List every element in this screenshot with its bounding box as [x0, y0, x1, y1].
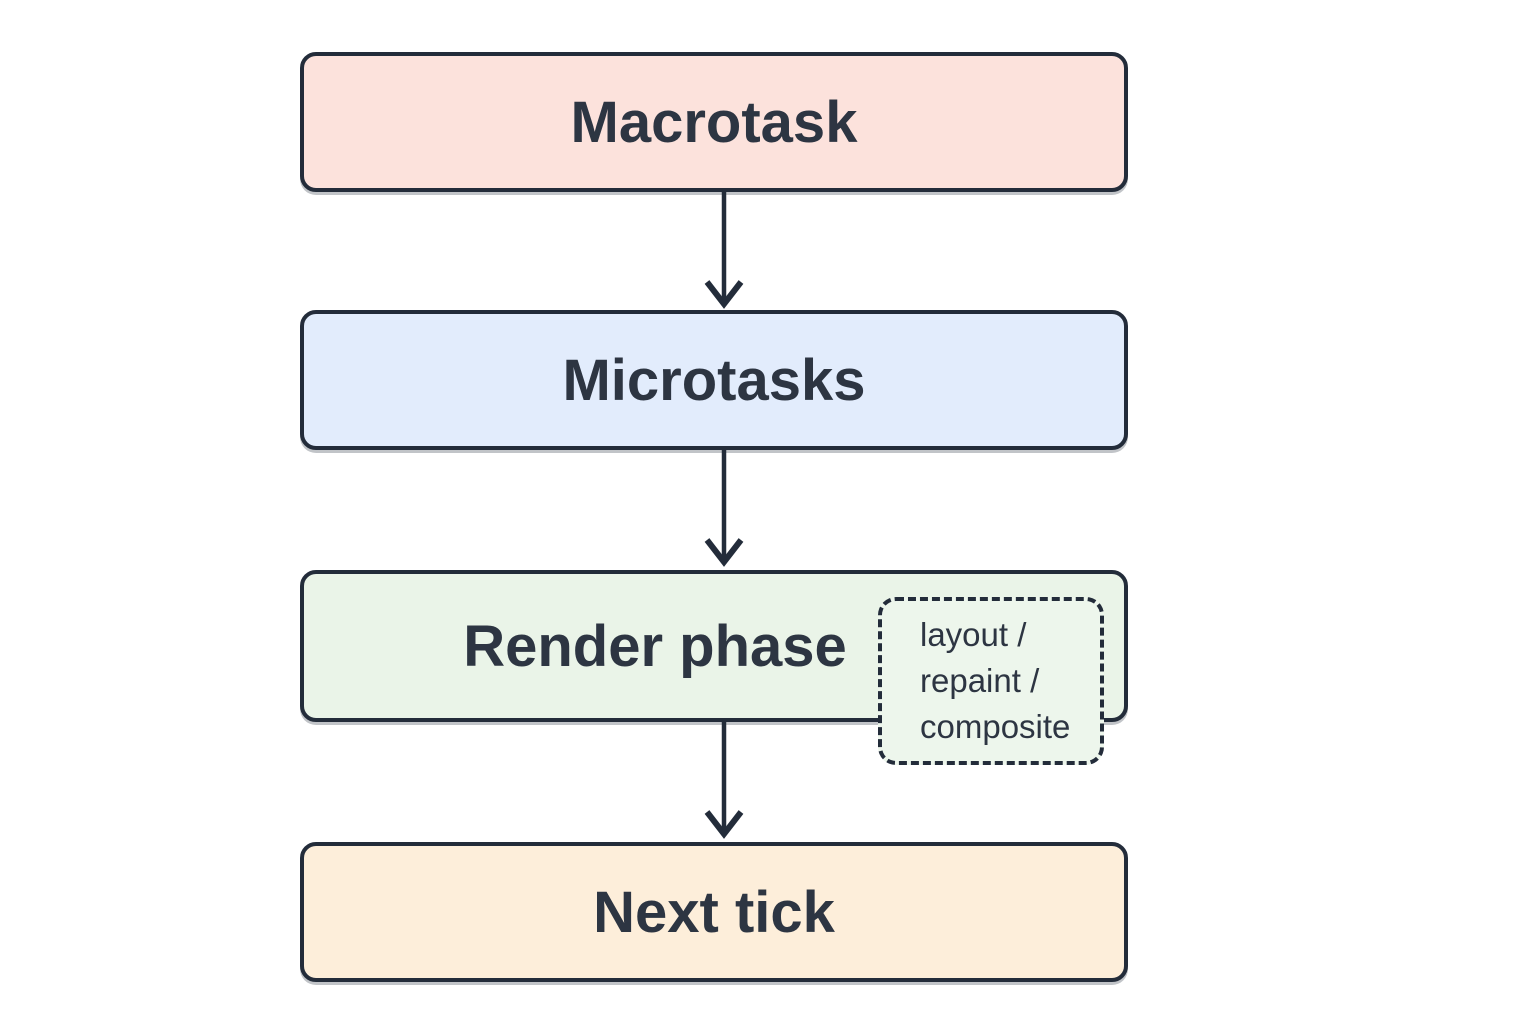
arrow-render-phase-to-next-tick [704, 722, 744, 839]
node-microtasks-label: Microtasks [562, 347, 866, 413]
node-render-phase-label: Render phase [463, 613, 847, 679]
node-next-tick: Next tick [300, 842, 1128, 982]
annotation-line-composite: composite [920, 708, 1071, 745]
node-macrotask-label: Macrotask [570, 89, 858, 155]
annotation-line-repaint: repaint / [920, 662, 1040, 699]
annotation-line-layout: layout / [920, 616, 1027, 653]
arrow-microtasks-to-render-phase [704, 450, 744, 567]
render-phase-annotation: layout / repaint / composite [878, 597, 1104, 765]
node-microtasks: Microtasks [300, 310, 1128, 450]
arrow-macrotask-to-microtasks [704, 192, 744, 309]
node-macrotask: Macrotask [300, 52, 1128, 192]
node-next-tick-label: Next tick [593, 879, 835, 945]
